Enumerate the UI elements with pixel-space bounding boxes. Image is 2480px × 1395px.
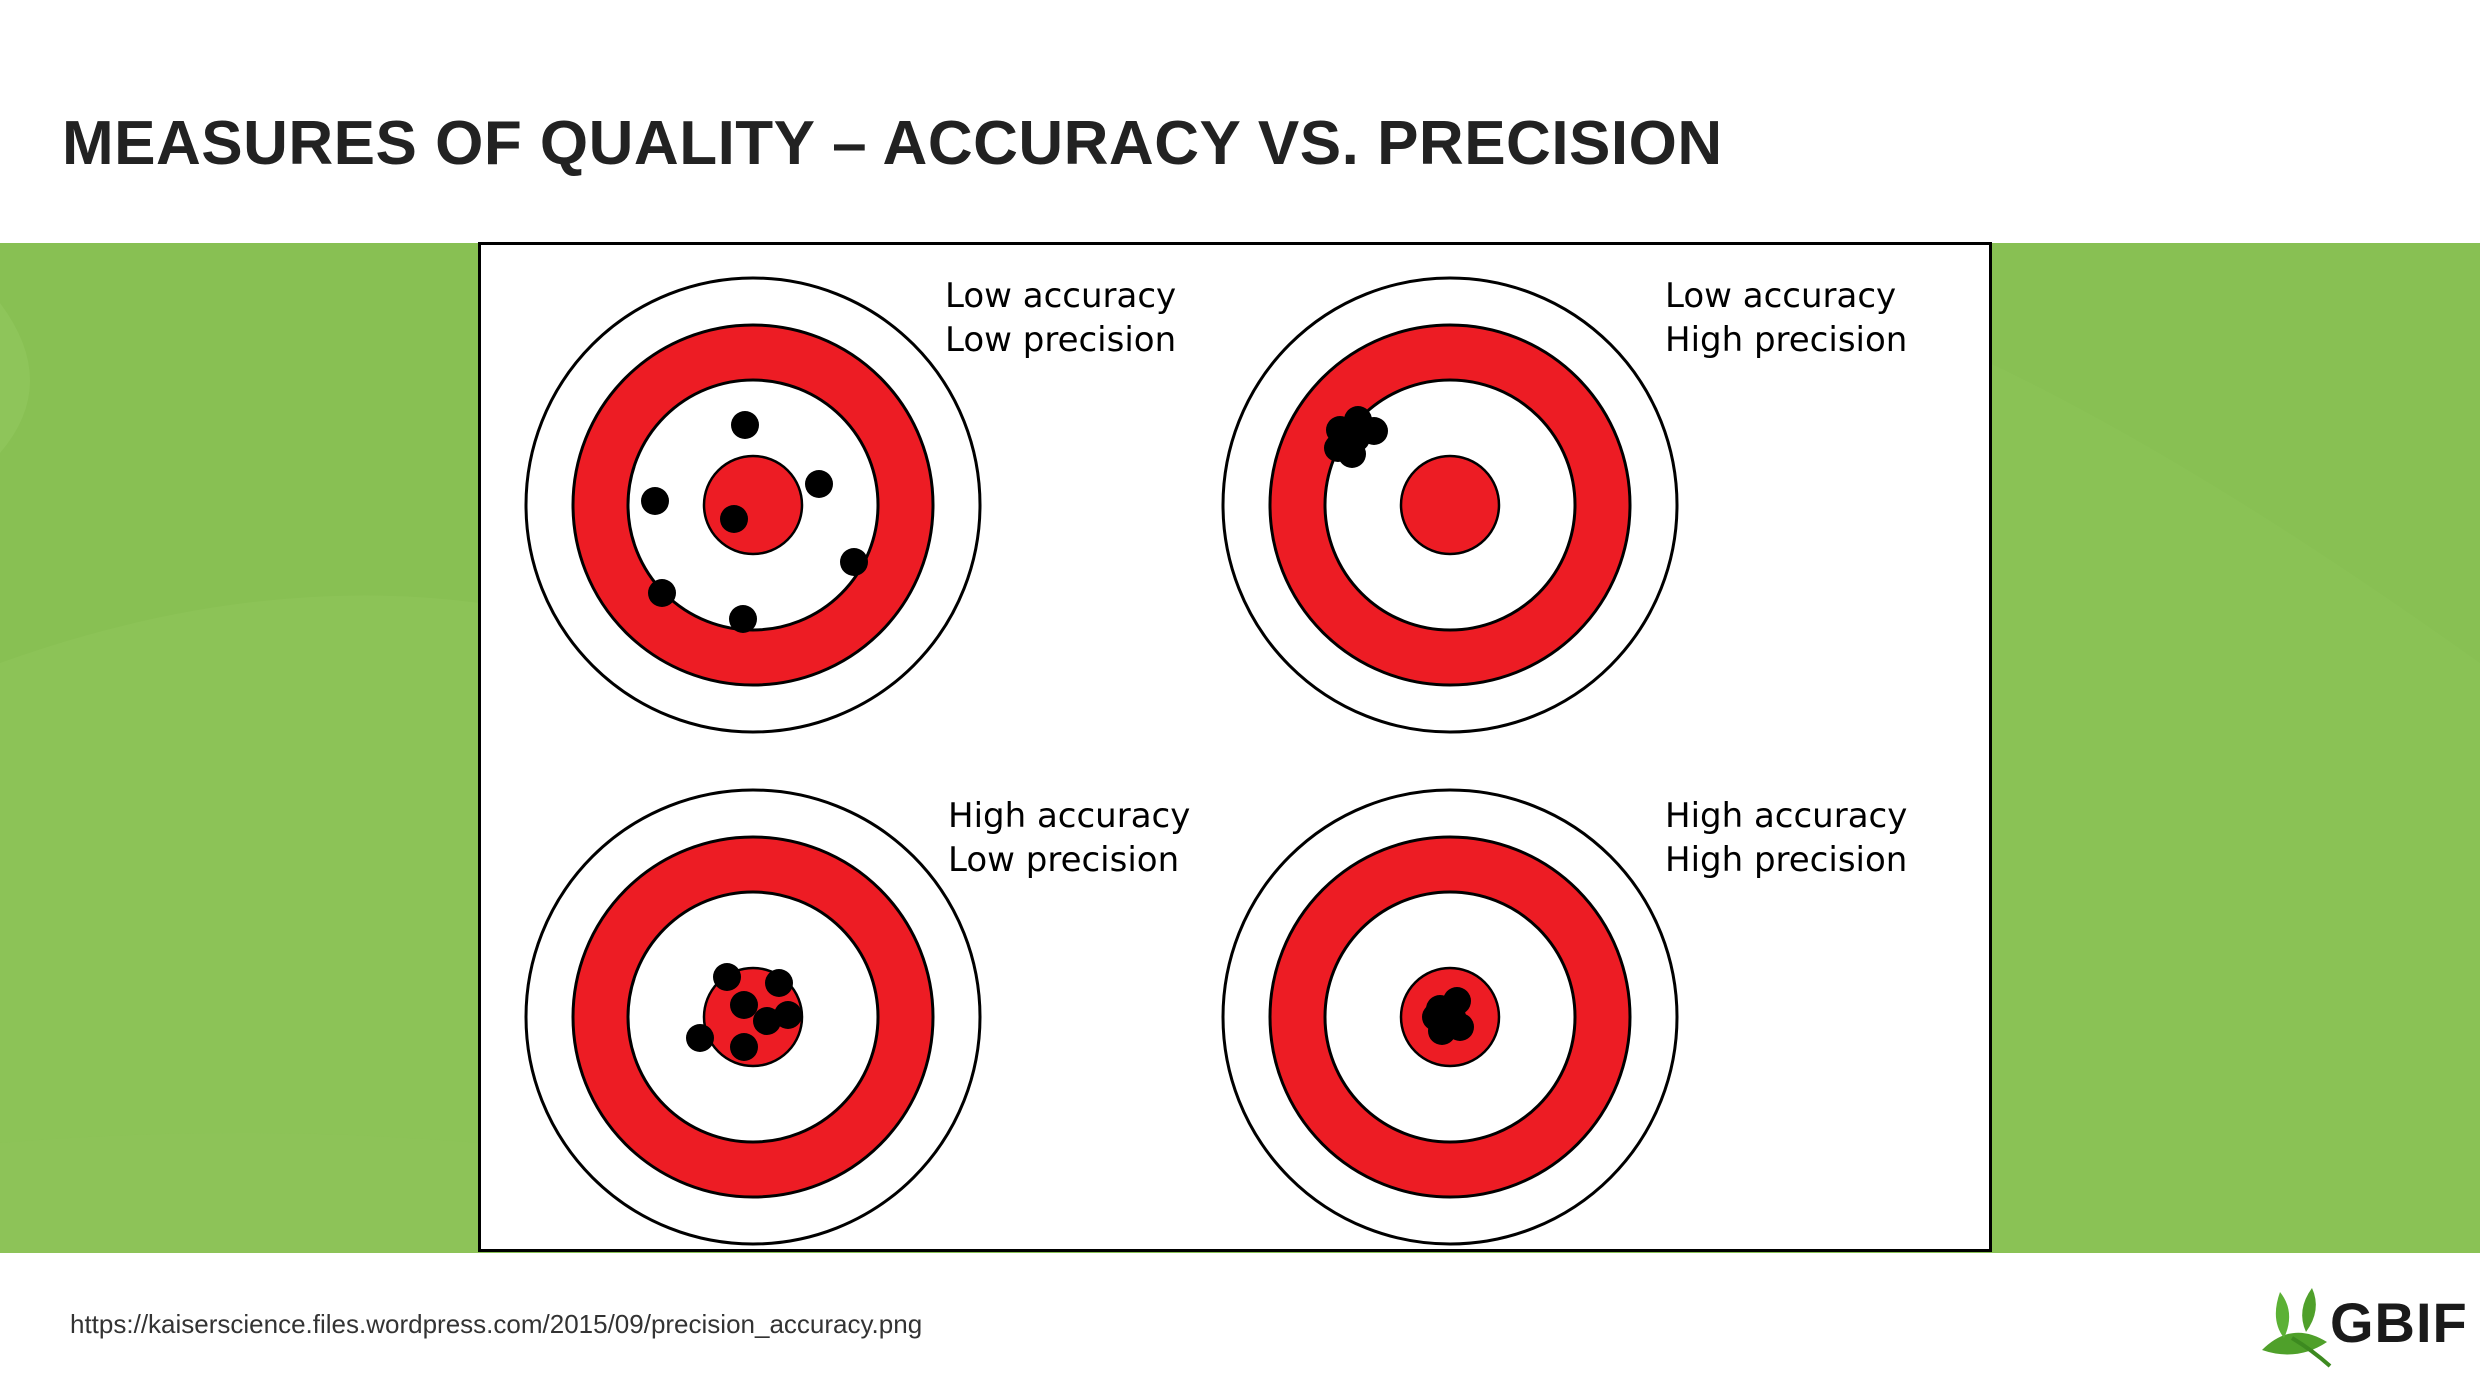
shot-dot [765,969,793,997]
gbif-logo-text: GBIF [2330,1291,2468,1354]
shot-dot [753,1007,781,1035]
bullseye [1399,454,1501,556]
shot-dot [730,1033,758,1061]
target-label-line2: High precision [1665,320,1907,360]
slide-title: MEASURES OF QUALITY – ACCURACY VS. PRECI… [62,109,1723,178]
shot-dot [729,605,757,633]
source-url[interactable]: https://kaiserscience.files.wordpress.co… [70,1309,923,1339]
target-label-line2: Low precision [948,840,1179,880]
shot-dot [713,963,741,991]
shot-dot [805,470,833,498]
target-label-line1: Low accuracy [945,276,1176,316]
bullseye [702,454,804,556]
shot-dot [648,579,676,607]
shot-dot [720,505,748,533]
shot-dot [641,487,669,515]
shot-dot [840,548,868,576]
target-label-line1: Low accuracy [1665,276,1896,316]
target-label-line2: High precision [1665,840,1907,880]
target-label-line1: High accuracy [1665,796,1907,836]
shot-dot [686,1024,714,1052]
shot-dot [730,991,758,1019]
gbif-leaf-icon [2262,1288,2332,1368]
shot-dot [1338,440,1366,468]
target-label-line1: High accuracy [948,796,1190,836]
band-shading [0,303,2480,1253]
shot-dot [1428,1017,1456,1045]
shot-dot [731,411,759,439]
target-label-line2: Low precision [945,320,1176,360]
shot-dot [774,1001,802,1029]
